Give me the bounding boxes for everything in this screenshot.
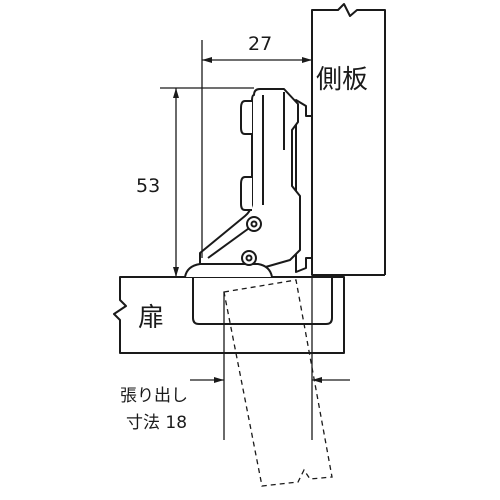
dimension-width-label: 27 bbox=[248, 33, 272, 55]
side-panel bbox=[311, 3, 386, 276]
dimension-height-label: 53 bbox=[136, 175, 160, 197]
hinge-rivets bbox=[241, 216, 262, 266]
door-open-outline bbox=[223, 279, 333, 487]
side-panel-label: 側板 bbox=[316, 65, 368, 95]
dimension-27 bbox=[201, 40, 312, 258]
hinge-arm bbox=[184, 88, 313, 278]
door-panel bbox=[113, 276, 345, 354]
dimension-53 bbox=[160, 87, 254, 277]
overhang-label-line1: 張り出し bbox=[120, 386, 188, 406]
overhang-label-line2: 寸法 18 bbox=[126, 413, 187, 433]
dimension-overhang bbox=[190, 275, 350, 440]
door-label: 扉 bbox=[138, 303, 164, 333]
